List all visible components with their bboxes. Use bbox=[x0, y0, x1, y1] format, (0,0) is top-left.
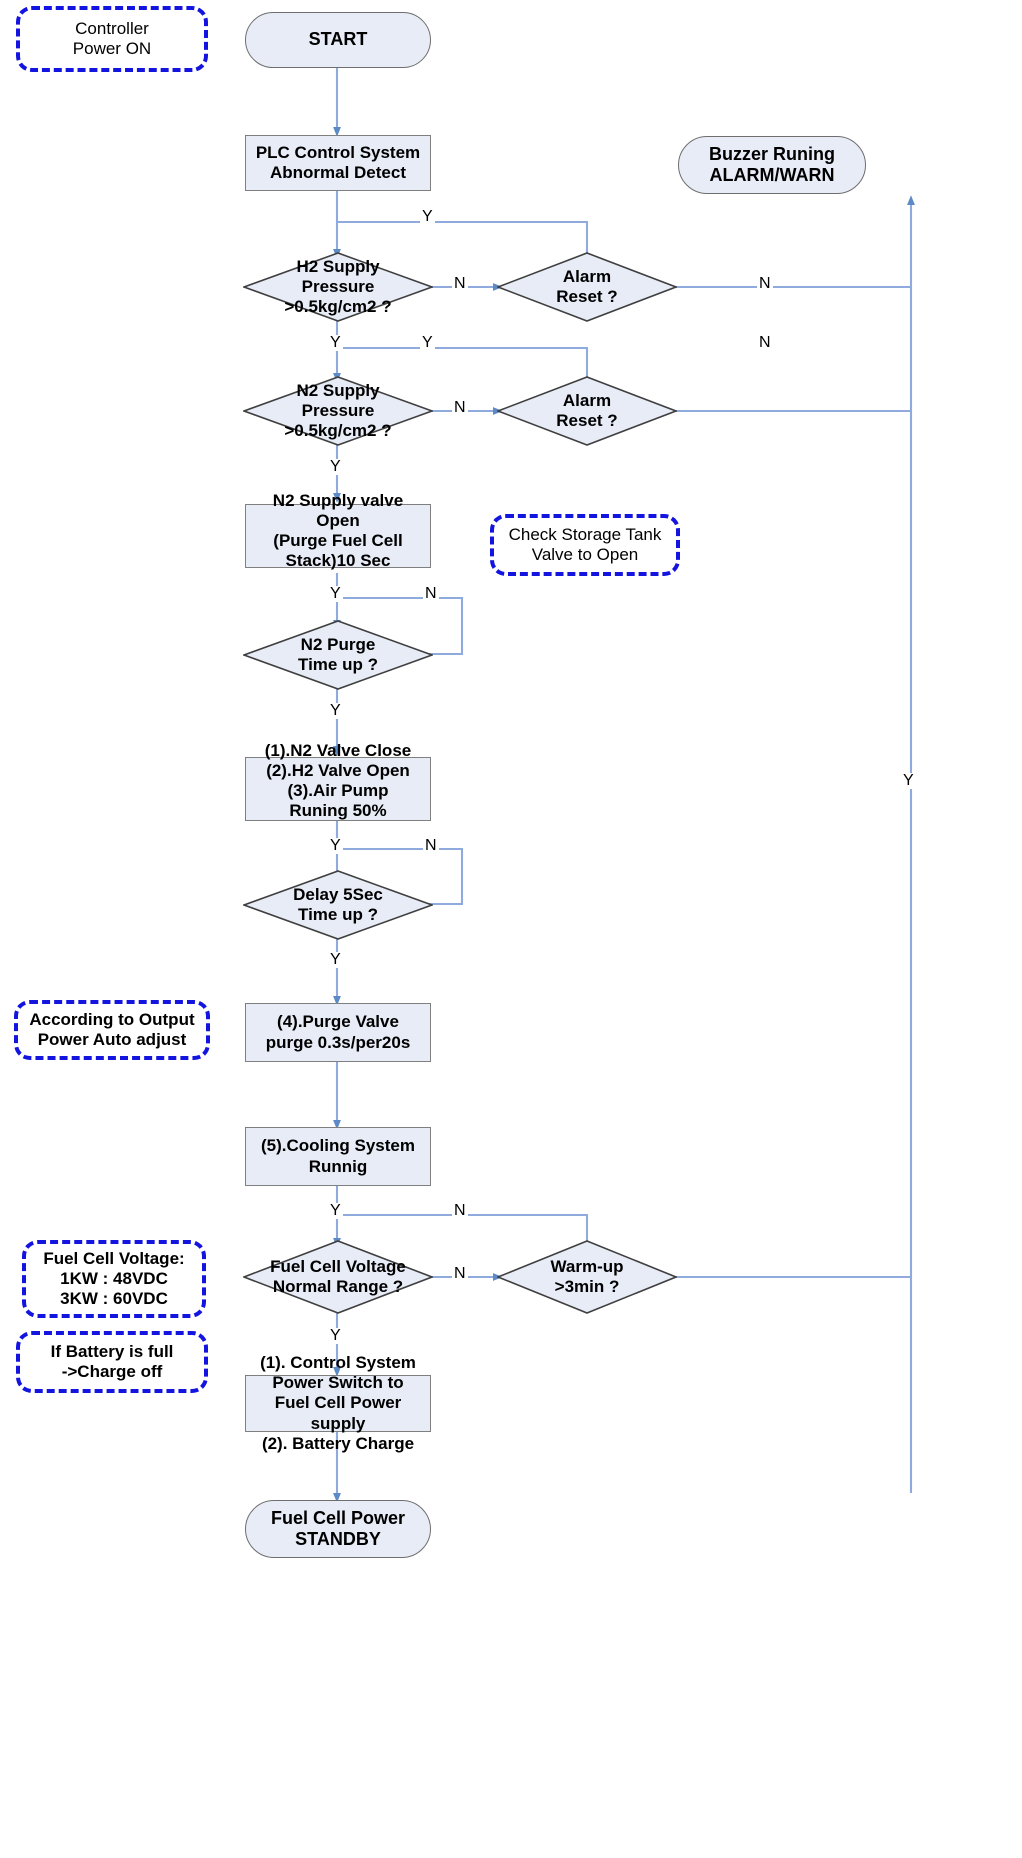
diamond-shape-icon bbox=[243, 252, 433, 322]
edge-label-buzzer-up-yes: Y bbox=[901, 772, 916, 789]
edge-label-h2-yes-top: Y bbox=[420, 208, 435, 225]
decision-delay-5sec-time-up-label: Delay 5Sec Time up ? bbox=[293, 884, 383, 924]
edge-label-purge-loop-no: N bbox=[423, 585, 439, 602]
decision-n2-purge-time-up: N2 Purge Time up ? bbox=[243, 620, 433, 690]
decision-n2-purge-time-up-label: N2 Purge Time up ? bbox=[298, 634, 378, 674]
edge-label-fcv-yes-top: Y bbox=[328, 1202, 343, 1219]
edge-label-delay-loop-no: N bbox=[423, 837, 439, 854]
edge-label-purge-down-yes: Y bbox=[328, 702, 343, 719]
diamond-shape-icon bbox=[243, 870, 433, 940]
edge-label-fcv-no-top: N bbox=[452, 1202, 468, 1219]
edge-label-alarm-reset-1-no: N bbox=[757, 275, 773, 292]
note-check-storage-tank: Check Storage Tank Valve to Open bbox=[490, 514, 680, 576]
note-output-power-auto-adjust: According to Output Power Auto adjust bbox=[14, 1000, 210, 1060]
edge-label-purge-loop-yes: Y bbox=[328, 585, 343, 602]
edge-label-delay-down-yes: Y bbox=[328, 951, 343, 968]
edge-label-n2-yes-top: Y bbox=[420, 334, 435, 351]
diamond-shape-icon bbox=[243, 376, 433, 446]
terminator-buzzer-alarm: Buzzer Runing ALARM/WARN bbox=[678, 136, 866, 194]
process-valve-sequence bbox=[245, 757, 431, 821]
process-power-switch-line1: (1). Control System bbox=[260, 1353, 416, 1372]
edge-label-alarm-reset-2-no: N bbox=[757, 334, 773, 351]
note-battery-full-charge-off: If Battery is full ->Charge off bbox=[16, 1331, 208, 1393]
decision-alarm-reset-2-label: Alarm Reset ? bbox=[556, 390, 618, 430]
process-n2-supply-valve-open bbox=[245, 504, 431, 568]
process-valve-sequence-label: (1).N2 Valve Close (2).H2 Valve Open (3)… bbox=[264, 741, 412, 821]
edge-label-n2-down-yes: Y bbox=[328, 458, 343, 475]
decision-n2-supply-pressure: N2 Supply Pressure >0.5kg/cm2 ? bbox=[243, 376, 433, 446]
terminator-fuel-cell-standby: Fuel Cell Power STANDBY bbox=[245, 1500, 431, 1558]
process-power-switch-to-fuel-cell: Power Switch to Fuel Cell Power supply bbox=[245, 1373, 431, 1433]
edge-label-h2-no: N bbox=[452, 275, 468, 292]
note-fuel-cell-voltage-spec: Fuel Cell Voltage: 1KW : 48VDC 3KW : 60V… bbox=[22, 1240, 206, 1318]
process-cooling-system: (5).Cooling System Runnig bbox=[245, 1127, 431, 1186]
note-controller-power-on: Controller Power ON bbox=[16, 6, 208, 72]
decision-warm-up-3min-label: Warm-up >3min ? bbox=[550, 1256, 624, 1296]
diamond-shape-icon bbox=[497, 1240, 677, 1314]
terminator-start: START bbox=[245, 12, 431, 68]
decision-warm-up-3min: Warm-up >3min ? bbox=[497, 1240, 677, 1314]
decision-h2-supply-pressure-label: H2 Supply Pressure >0.5kg/cm2 ? bbox=[284, 256, 392, 317]
decision-delay-5sec-time-up: Delay 5Sec Time up ? bbox=[243, 870, 433, 940]
process-n2-supply-valve-open-label: N2 Supply valve Open (Purge Fuel Cell St… bbox=[272, 491, 404, 571]
diamond-shape-icon bbox=[497, 252, 677, 322]
edge-label-h2-down-yes: Y bbox=[328, 334, 343, 351]
decision-alarm-reset-2: Alarm Reset ? bbox=[497, 376, 677, 446]
decision-n2-supply-pressure-label: N2 Supply Pressure >0.5kg/cm2 ? bbox=[284, 380, 392, 441]
decision-alarm-reset-1-label: Alarm Reset ? bbox=[556, 266, 618, 306]
edge-label-fcv-no: N bbox=[452, 1265, 468, 1282]
decision-fuel-cell-voltage-normal-label: Fuel Cell Voltage Normal Range ? bbox=[270, 1256, 406, 1296]
process-plc-abnormal-detect: PLC Control System Abnormal Detect bbox=[245, 135, 431, 191]
edge-label-n2-no: N bbox=[452, 399, 468, 416]
edge-label-delay-loop-yes: Y bbox=[328, 837, 343, 854]
process-purge-valve: (4).Purge Valve purge 0.3s/per20s bbox=[245, 1003, 431, 1062]
decision-h2-supply-pressure: H2 Supply Pressure >0.5kg/cm2 ? bbox=[243, 252, 433, 322]
diamond-shape-icon bbox=[497, 376, 677, 446]
diamond-shape-icon bbox=[243, 620, 433, 690]
decision-fuel-cell-voltage-normal: Fuel Cell Voltage Normal Range ? bbox=[243, 1240, 433, 1314]
diamond-shape-icon bbox=[243, 1240, 433, 1314]
process-power-switch-line2: (2). Battery Charge bbox=[261, 1434, 415, 1453]
edge-label-fcv-down-yes: Y bbox=[328, 1327, 343, 1344]
decision-alarm-reset-1: Alarm Reset ? bbox=[497, 252, 677, 322]
